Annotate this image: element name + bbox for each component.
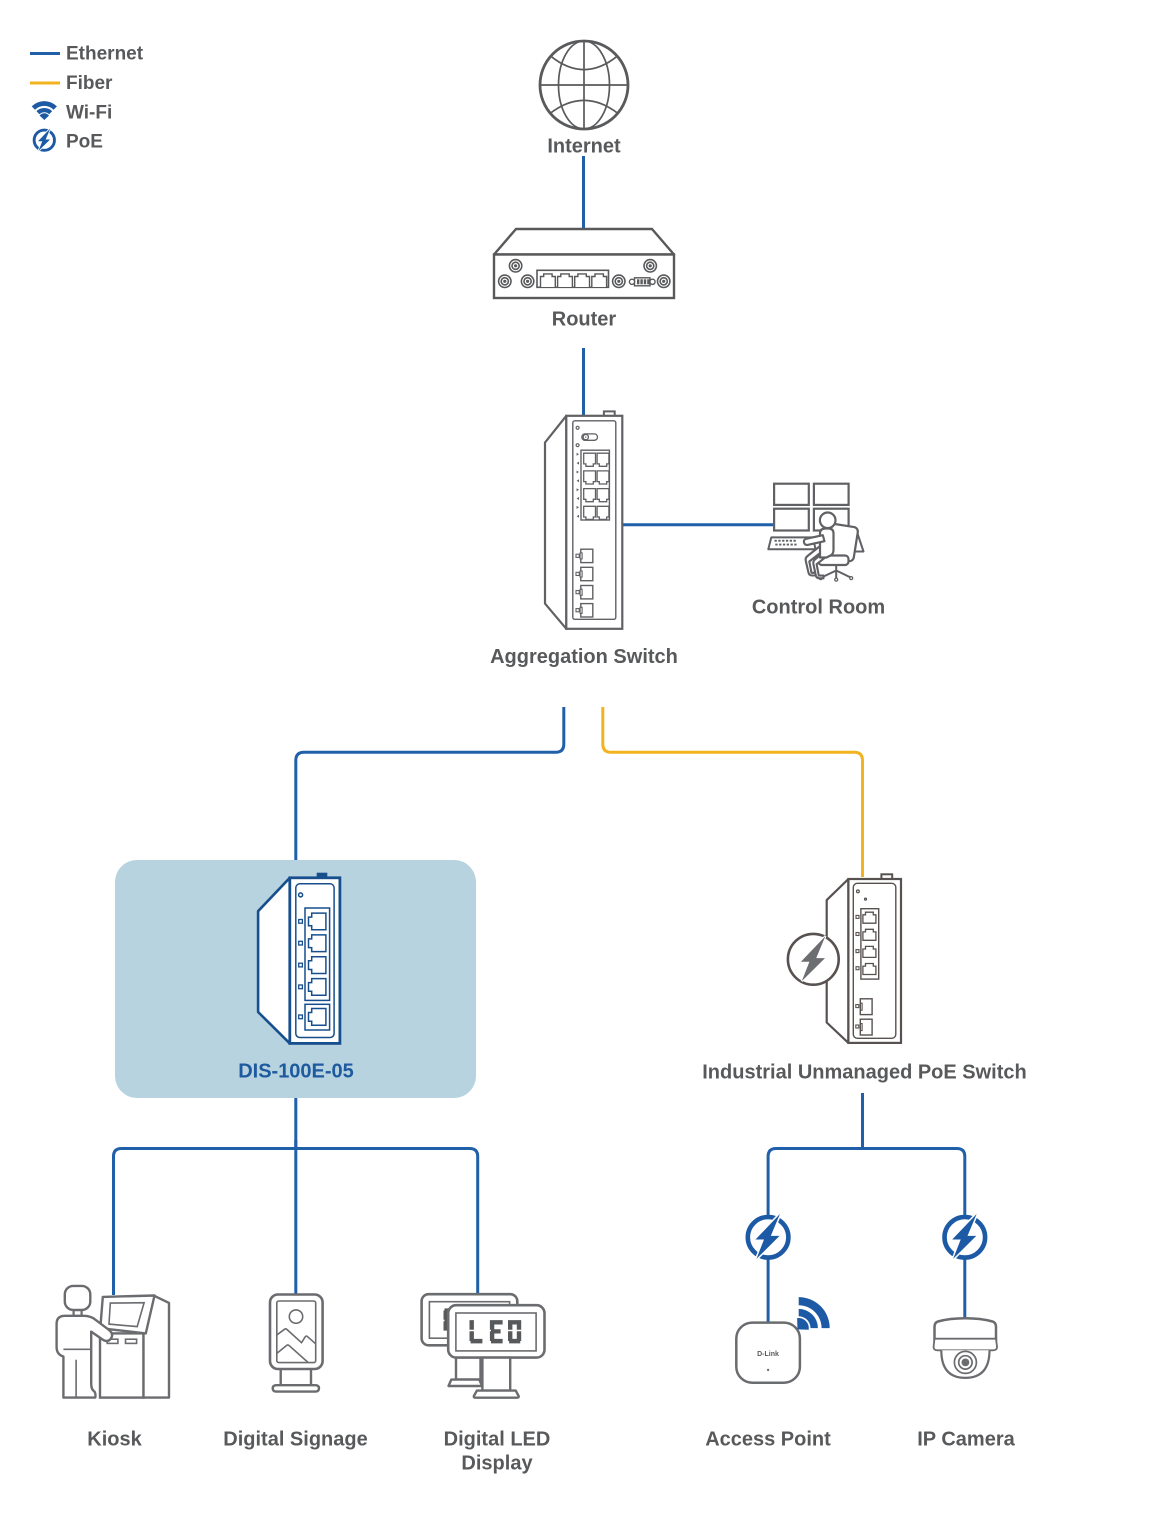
svg-text:Digital Signage: Digital Signage xyxy=(223,1429,367,1451)
svg-text:Control Room: Control Room xyxy=(752,597,885,619)
svg-text:Fiber: Fiber xyxy=(66,73,113,94)
svg-text:IP Camera: IP Camera xyxy=(917,1429,1015,1451)
svg-text:Kiosk: Kiosk xyxy=(87,1429,142,1451)
svg-text:Router: Router xyxy=(552,309,617,331)
svg-text:Ethernet: Ethernet xyxy=(66,44,144,65)
svg-text:D-Link: D-Link xyxy=(757,1351,779,1358)
svg-text:Digital LED: Digital LED xyxy=(444,1429,551,1451)
svg-text:DIS-100E-05: DIS-100E-05 xyxy=(238,1061,354,1083)
svg-text:Aggregation Switch: Aggregation Switch xyxy=(490,646,678,668)
svg-text:Industrial Unmanaged PoE Switc: Industrial Unmanaged PoE Switch xyxy=(702,1062,1027,1084)
svg-text:Wi-Fi: Wi-Fi xyxy=(66,103,112,124)
svg-text:Access Point: Access Point xyxy=(705,1429,831,1451)
svg-text:Display: Display xyxy=(461,1453,533,1475)
svg-text:PoE: PoE xyxy=(66,132,103,153)
svg-text:Internet: Internet xyxy=(547,136,621,158)
